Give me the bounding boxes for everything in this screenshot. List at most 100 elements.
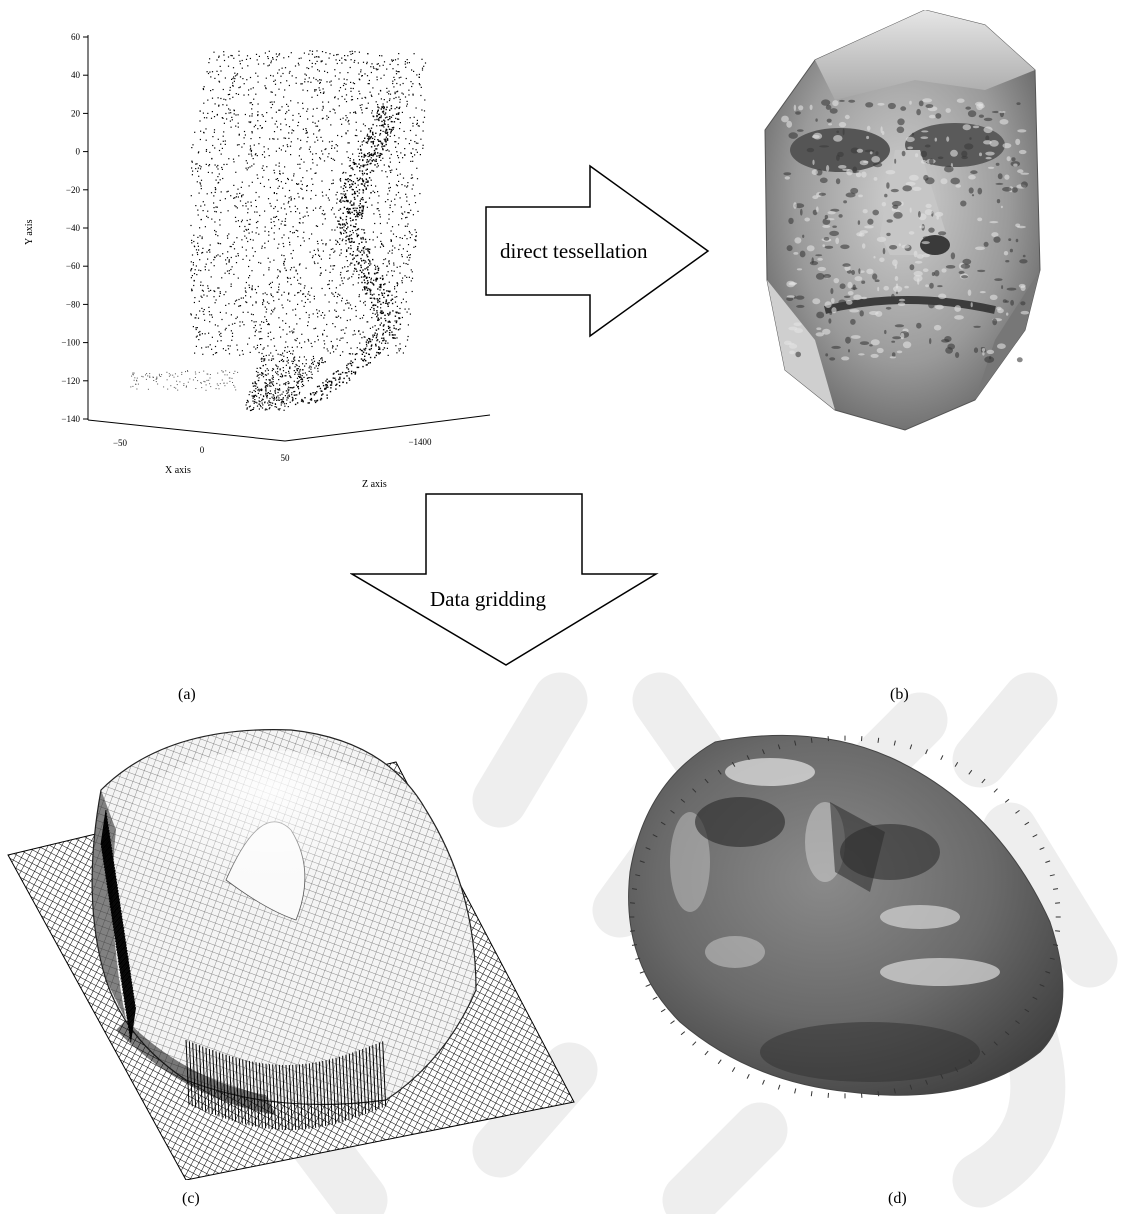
cloud-point: [395, 147, 396, 148]
cloud-point: [174, 387, 175, 388]
cloud-point: [196, 249, 197, 250]
cloud-point: [276, 383, 277, 384]
cloud-point: [402, 238, 403, 239]
cloud-point: [175, 388, 176, 389]
cloud-point: [371, 112, 372, 113]
cloud-point: [237, 317, 238, 318]
cloud-point: [390, 162, 391, 163]
cloud-point: [291, 392, 292, 393]
cloud-point: [263, 116, 264, 117]
cloud-point: [279, 173, 280, 174]
cloud-point: [153, 380, 154, 381]
cloud-point: [320, 388, 321, 389]
cloud-point: [291, 284, 292, 285]
cloud-point: [250, 58, 251, 59]
cloud-point: [208, 62, 209, 63]
surface-bump: [957, 99, 965, 103]
cloud-point: [314, 261, 315, 262]
cloud-point: [389, 98, 390, 99]
cloud-point: [339, 90, 340, 91]
surface-bump: [816, 327, 821, 330]
cloud-point: [265, 226, 266, 227]
cloud-point: [258, 404, 259, 405]
cloud-point: [227, 251, 228, 252]
cloud-point: [386, 117, 387, 118]
cloud-point: [222, 253, 223, 254]
cloud-point: [263, 299, 264, 300]
cloud-point: [331, 229, 332, 230]
cloud-point: [234, 205, 235, 206]
cloud-point: [378, 352, 379, 353]
cloud-point: [271, 405, 272, 406]
cloud-point: [245, 288, 246, 289]
cloud-point: [392, 245, 393, 246]
cloud-point: [329, 301, 330, 302]
cloud-point: [368, 362, 369, 363]
surface-bump: [990, 295, 998, 300]
cloud-point: [296, 323, 297, 324]
cloud-point: [367, 134, 368, 135]
cloud-point: [233, 373, 234, 374]
cloud-point: [377, 237, 378, 238]
surface-bump: [867, 219, 873, 225]
cloud-point: [364, 279, 365, 280]
cloud-point: [192, 275, 193, 276]
cloud-point: [306, 208, 307, 209]
cloud-point: [351, 365, 352, 366]
cloud-point: [270, 261, 271, 262]
cloud-point: [284, 261, 285, 262]
cloud-point: [365, 301, 366, 302]
cloud-point: [201, 185, 202, 186]
cloud-point: [396, 296, 397, 297]
cloud-point: [345, 225, 346, 226]
cloud-point: [346, 228, 347, 229]
cloud-point: [216, 211, 217, 212]
surface-bump: [812, 160, 814, 165]
cloud-point: [219, 81, 220, 82]
cloud-point: [353, 162, 354, 163]
cloud-point: [213, 259, 214, 260]
cloud-point: [238, 55, 239, 56]
cloud-point: [222, 372, 223, 373]
cloud-point: [291, 52, 292, 53]
cloud-point: [409, 143, 410, 144]
cloud-point: [325, 270, 326, 271]
cloud-point: [387, 313, 388, 314]
cloud-point: [379, 135, 380, 136]
cloud-point: [357, 98, 358, 99]
cloud-point: [195, 327, 196, 328]
cloud-point: [358, 149, 359, 150]
cloud-point: [340, 317, 341, 318]
cloud-point: [250, 202, 251, 203]
cloud-point: [391, 121, 392, 122]
label-d: (d): [888, 1190, 907, 1208]
cloud-point: [338, 221, 339, 222]
cloud-point: [364, 185, 365, 186]
cloud-point: [199, 334, 200, 335]
cloud-point: [375, 246, 376, 247]
cloud-point: [283, 263, 284, 264]
cloud-point: [235, 221, 236, 222]
cloud-point: [266, 383, 267, 384]
cloud-point: [195, 377, 196, 378]
cloud-point: [259, 56, 260, 57]
cloud-point: [412, 125, 413, 126]
cloud-point: [309, 314, 310, 315]
cloud-point: [396, 194, 397, 195]
cloud-point: [287, 361, 288, 362]
surface-bump: [1010, 300, 1014, 306]
cloud-point: [388, 124, 389, 125]
cloud-point: [306, 363, 307, 364]
cloud-point: [268, 269, 269, 270]
cloud-point: [231, 117, 232, 118]
cloud-point: [314, 89, 315, 90]
cloud-point: [309, 149, 310, 150]
edge-fringe-line: [681, 1032, 685, 1035]
cloud-point: [349, 187, 350, 188]
cloud-point: [225, 113, 226, 114]
cloud-point: [252, 289, 253, 290]
x-tick-label: 0: [200, 445, 205, 455]
cloud-point: [347, 226, 348, 227]
cloud-point: [355, 113, 356, 114]
cloud-point: [392, 334, 393, 335]
